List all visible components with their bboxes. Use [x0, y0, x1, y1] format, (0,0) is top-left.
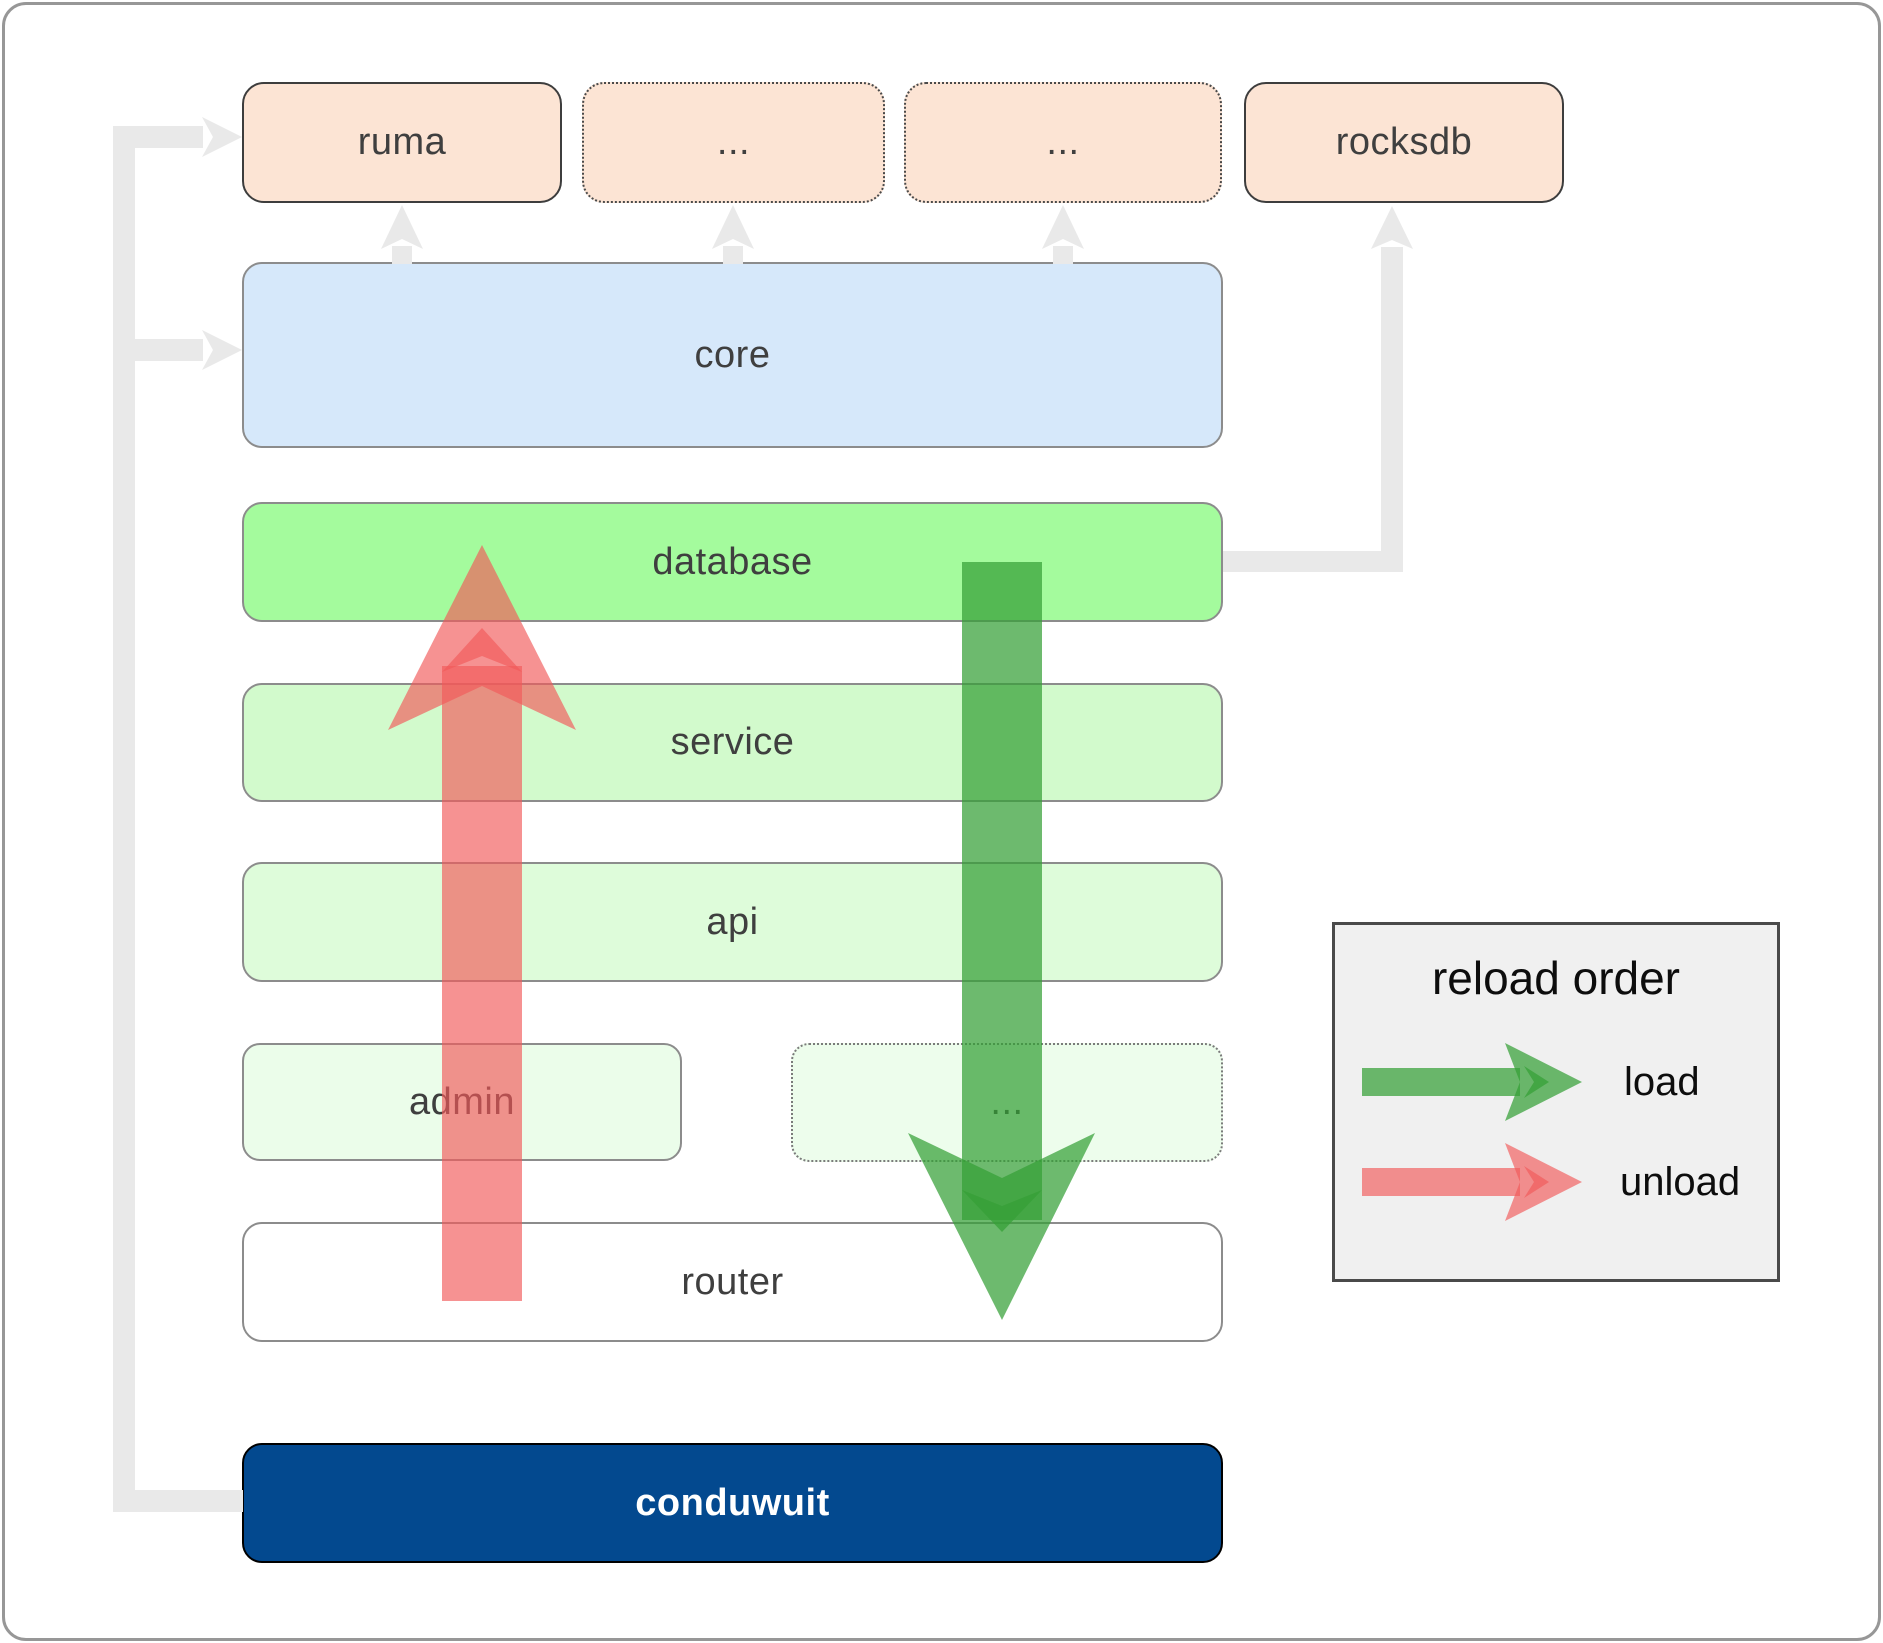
box-router-label: router [681, 1260, 784, 1303]
legend-unload-label: unload [1620, 1160, 1741, 1204]
box-ruma: ruma [242, 82, 562, 203]
box-dots-admin: ... [791, 1043, 1223, 1162]
legend-title: reload order [1431, 952, 1681, 1004]
box-dots-admin-label: ... [990, 1081, 1024, 1123]
box-conduwuit: conduwuit [242, 1443, 1223, 1563]
box-ruma-label: ruma [357, 121, 447, 163]
box-conduwuit-label: conduwuit [635, 1481, 830, 1524]
box-admin: admin [242, 1043, 682, 1161]
box-service-label: service [670, 721, 795, 763]
box-rocksdb-label: rocksdb [1335, 121, 1473, 163]
box-database: database [242, 502, 1223, 622]
box-rocksdb: rocksdb [1244, 82, 1564, 203]
box-admin-label: admin [409, 1080, 515, 1123]
box-dots-top-1-label: ... [716, 121, 751, 163]
box-api: api [242, 862, 1223, 982]
legend-load-label: load [1624, 1060, 1700, 1104]
box-router: router [242, 1222, 1223, 1342]
box-dots-top-1: ... [582, 82, 885, 203]
box-core: core [242, 262, 1223, 448]
box-service: service [242, 683, 1223, 802]
box-dots-top-2-label: ... [1046, 121, 1080, 163]
box-database-label: database [652, 540, 813, 583]
box-api-label: api [706, 900, 759, 943]
box-core-label: core [694, 333, 771, 376]
box-dots-top-2: ... [904, 82, 1222, 203]
